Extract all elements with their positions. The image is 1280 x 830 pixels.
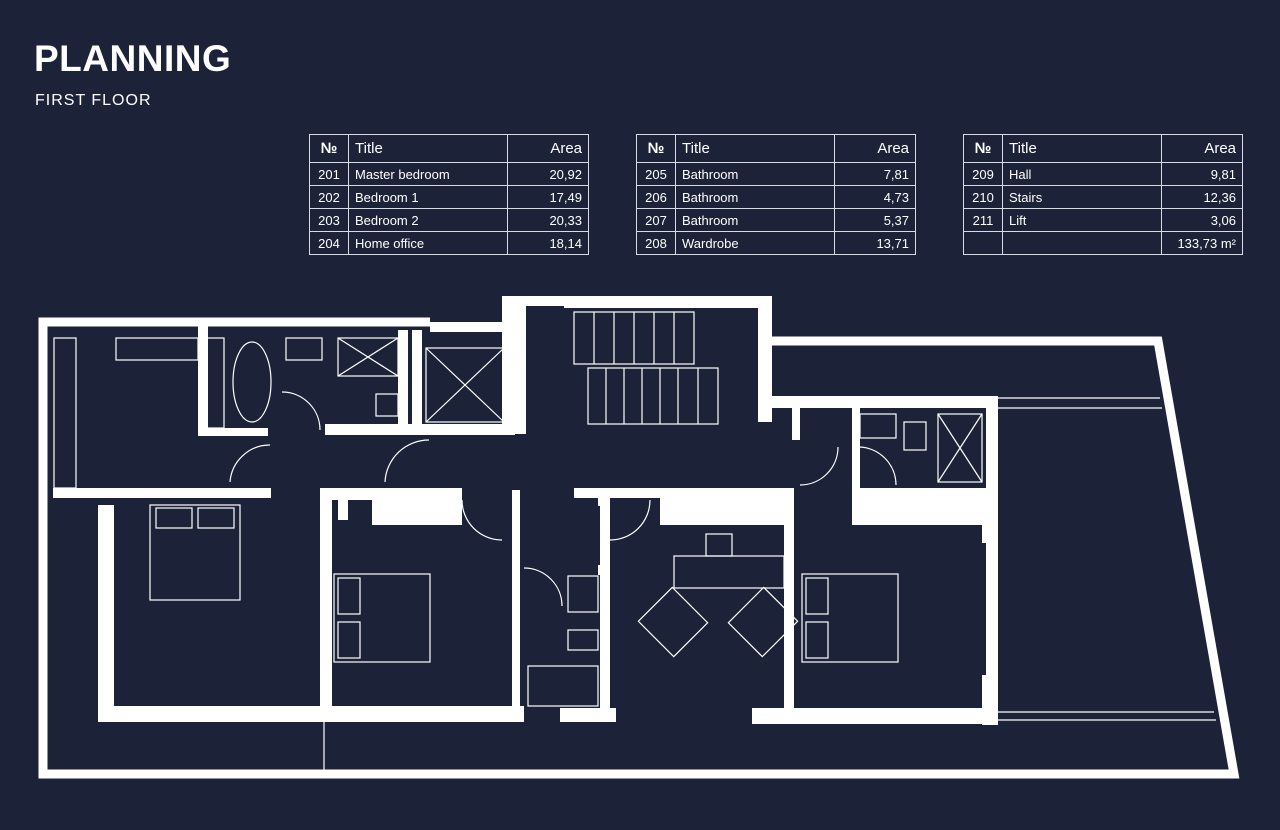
room-area: 12,36 [1161,185,1243,209]
table-row: 133,73 m² [963,231,1243,255]
room-area: 20,92 [507,162,589,186]
room-area: 133,73 m² [1161,231,1243,255]
room-number: 204 [309,231,349,255]
room-area: 18,14 [507,231,589,255]
room-title: Wardrobe [675,231,835,255]
room-area: 3,06 [1161,208,1243,232]
room-number: 210 [963,185,1003,209]
page-title: PLANNING [34,38,232,79]
room-title: Home office [348,231,508,255]
room-area: 13,71 [834,231,916,255]
page-subtitle: FIRST FLOOR [35,92,152,109]
room-title [1002,231,1162,255]
floor-plan-details [53,311,1216,770]
area-header: Area [834,134,916,163]
floor-plan-walls [53,296,998,725]
room-title: Lift [1002,208,1162,232]
table-header-row: № Title Area [636,134,916,163]
room-number: 208 [636,231,676,255]
room-title: Bathroom [675,185,835,209]
room-area: 7,81 [834,162,916,186]
room-title: Bathroom [675,208,835,232]
terrace-outline [38,317,1240,779]
room-number: 211 [963,208,1003,232]
room-number: 202 [309,185,349,209]
room-area: 17,49 [507,185,589,209]
room-number: 201 [309,162,349,186]
room-title: Stairs [1002,185,1162,209]
title-header: Title [675,134,835,163]
room-number: 209 [963,162,1003,186]
